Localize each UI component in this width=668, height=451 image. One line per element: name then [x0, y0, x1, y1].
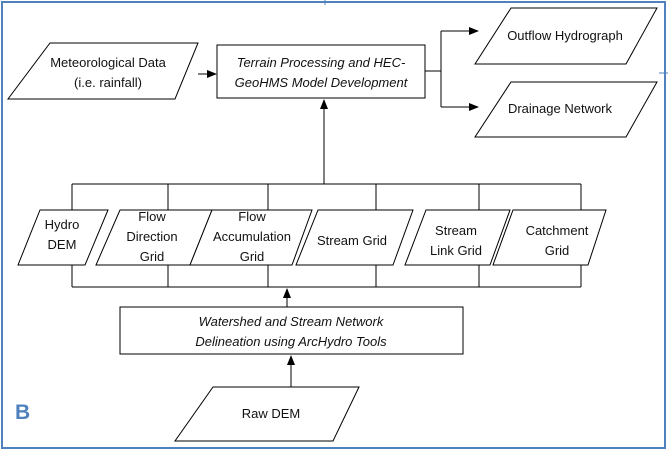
flow-accumulation-grid-shape — [189, 209, 313, 266]
node-terrain-processing: Terrain Processing and HEC- GeoHMS Model… — [216, 44, 426, 99]
outflow-hydrograph-label: Outflow Hydrograph — [507, 28, 623, 43]
stream-link-line2: Link Grid — [430, 243, 482, 258]
meteorological-data-line1: Meteorological Data — [50, 55, 166, 70]
node-drainage-network: Drainage Network — [474, 81, 658, 138]
stream-link-grid-shape — [404, 209, 511, 266]
terrain-processing-line1: Terrain Processing and HEC- — [237, 55, 406, 70]
hydro-dem-line2: DEM — [48, 237, 77, 252]
flow-direction-line1: Flow — [138, 209, 166, 224]
node-flow-accumulation-grid: Flow Accumulation Grid — [189, 209, 313, 266]
node-catchment-grid: Catchment Grid — [492, 209, 607, 266]
drainage-network-shape — [474, 81, 658, 138]
node-stream-grid: Stream Grid — [295, 209, 414, 266]
raw-dem-shape — [174, 386, 360, 442]
node-hydro-dem: Hydro DEM — [17, 209, 109, 266]
stream-grid-label: Stream Grid — [317, 233, 387, 248]
raw-dem-label: Raw DEM — [242, 406, 301, 421]
node-meteorological-data: Meteorological Data (i.e. rainfall) — [7, 42, 199, 100]
flow-direction-line3: Grid — [140, 249, 165, 264]
catchment-grid-shape — [492, 209, 607, 266]
flow-accumulation-line3: Grid — [240, 249, 265, 264]
flow-accumulation-line2: Accumulation — [213, 229, 291, 244]
node-raw-dem: Raw DEM — [174, 386, 360, 442]
panel-label: B — [15, 401, 30, 424]
stream-link-line1: Stream — [435, 223, 477, 238]
node-stream-link-grid: Stream Link Grid — [404, 209, 511, 266]
watershed-delineation-line1: Watershed and Stream Network — [199, 314, 385, 329]
hydro-dem-shape — [17, 209, 109, 266]
node-outflow-hydrograph: Outflow Hydrograph — [474, 7, 658, 65]
terrain-processing-box — [216, 44, 426, 99]
catchment-line2: Grid — [545, 243, 570, 258]
watershed-delineation-box — [119, 306, 464, 355]
catchment-line1: Catchment — [526, 223, 589, 238]
terrain-processing-line2: GeoHMS Model Development — [235, 75, 409, 90]
hydro-dem-line1: Hydro — [45, 217, 80, 232]
meteorological-data-shape — [7, 42, 199, 100]
stream-grid-shape — [295, 209, 414, 266]
flow-accumulation-line1: Flow — [238, 209, 266, 224]
meteorological-data-line2: (i.e. rainfall) — [74, 75, 142, 90]
node-watershed-delineation: Watershed and Stream Network Delineation… — [119, 306, 464, 355]
outflow-hydrograph-shape — [474, 7, 658, 65]
drainage-network-label: Drainage Network — [508, 101, 613, 116]
flow-direction-line2: Direction — [126, 229, 177, 244]
watershed-delineation-line2: Delineation using ArcHydro Tools — [195, 334, 387, 349]
